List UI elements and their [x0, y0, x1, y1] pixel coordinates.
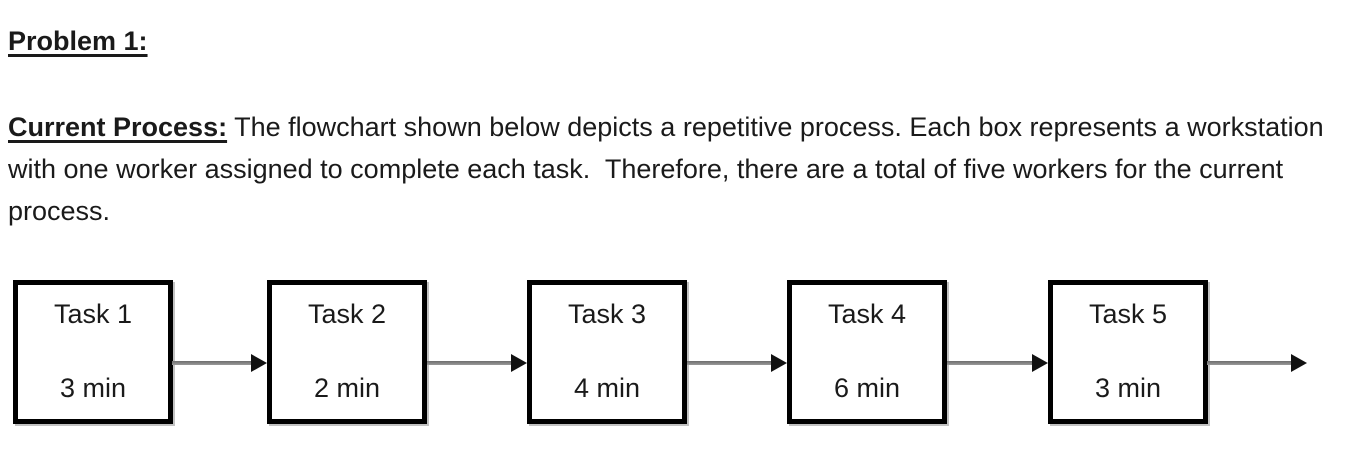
- task-box-4: Task 4 6 min: [787, 280, 947, 424]
- task-name: Task 4: [827, 299, 907, 329]
- task-duration: 2 min: [313, 373, 381, 403]
- arrow-head-icon: [1291, 354, 1307, 372]
- task-box-1: Task 1 3 min: [13, 280, 173, 424]
- arrow-head-icon: [511, 354, 527, 372]
- arrow-line: [427, 361, 511, 365]
- task-duration: 3 min: [1094, 373, 1162, 403]
- paragraph-line-1-text: The flowchart shown below depicts a repe…: [227, 112, 1324, 142]
- flow-arrow-1: [172, 354, 267, 372]
- arrow-line: [687, 361, 771, 365]
- current-process-label: Current Process:: [8, 112, 228, 142]
- task-name: Task 5: [1088, 299, 1168, 329]
- flow-arrow-2: [427, 354, 527, 372]
- arrow-head-icon: [251, 354, 267, 372]
- task-name: Task 1: [53, 299, 133, 329]
- arrow-line: [172, 361, 251, 365]
- task-duration: 6 min: [833, 373, 901, 403]
- task-name: Task 2: [307, 299, 387, 329]
- arrow-line: [1207, 361, 1291, 365]
- task-box-5: Task 5 3 min: [1048, 280, 1208, 424]
- task-name: Task 3: [567, 299, 647, 329]
- paragraph-line-2: with one worker assigned to complete eac…: [8, 154, 1284, 184]
- arrow-head-icon: [1032, 354, 1048, 372]
- arrow-head-icon: [771, 354, 787, 372]
- task-box-2: Task 2 2 min: [267, 280, 427, 424]
- arrow-line: [947, 361, 1032, 365]
- task-duration: 3 min: [59, 373, 127, 403]
- flow-arrow-4: [947, 354, 1048, 372]
- current-process-paragraph: Current Process: The flowchart shown bel…: [8, 106, 1324, 232]
- flow-arrow-exit: [1207, 354, 1307, 372]
- problem-heading: Problem 1:: [8, 26, 148, 56]
- flow-arrow-3: [687, 354, 787, 372]
- paragraph-line-3: process.: [8, 196, 111, 226]
- task-duration: 4 min: [573, 373, 641, 403]
- task-box-3: Task 3 4 min: [527, 280, 687, 424]
- paragraph-line-1: Current Process: The flowchart shown bel…: [8, 106, 1324, 148]
